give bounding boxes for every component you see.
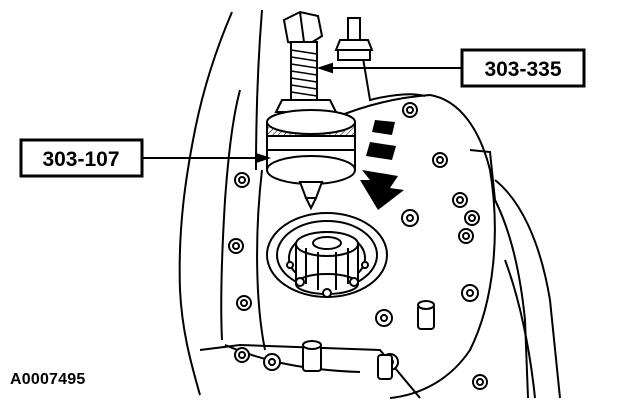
housing-bolts [228, 102, 488, 390]
callout-303-335: 303-335 [460, 48, 586, 88]
callout-leaders [142, 62, 462, 164]
top-stud [334, 17, 374, 61]
callout-303-107: 303-107 [19, 138, 144, 178]
installation-direction-arrow [360, 120, 404, 210]
dowel-pins [302, 300, 435, 380]
callout-label-303-107: 303-107 [42, 148, 119, 171]
seal-bore [266, 212, 388, 298]
figure-id: A0007495 [10, 371, 86, 388]
special-tool-assembly [266, 10, 356, 211]
callout-label-303-335: 303-335 [484, 58, 561, 81]
